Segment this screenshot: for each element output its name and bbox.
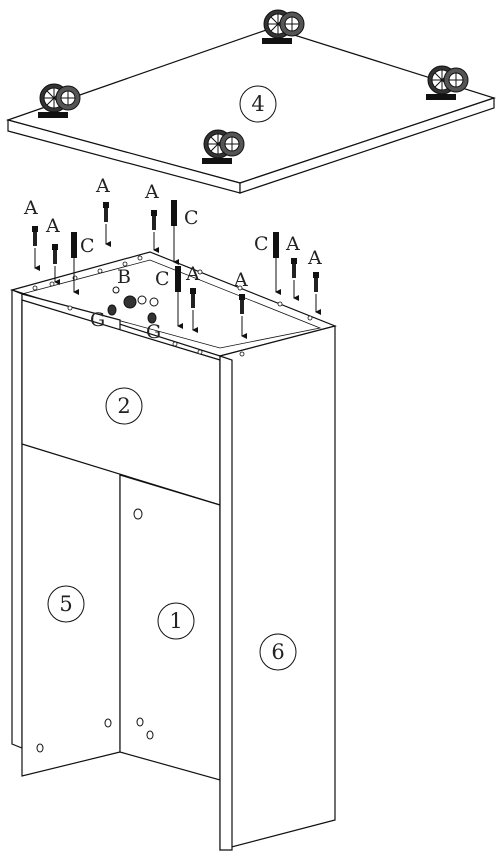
label-a: A — [45, 215, 60, 237]
label-a: A — [285, 233, 300, 255]
label-c: C — [184, 207, 199, 229]
cam-bolt-icon — [273, 232, 279, 258]
screw-icon — [32, 226, 38, 246]
cam-bolt-icon — [171, 200, 177, 226]
cam-bolt-icon — [71, 232, 77, 258]
label-a: A — [233, 269, 248, 291]
label-a: A — [23, 197, 38, 219]
cam-bolt-group — [71, 200, 281, 329]
center-panel-number: 1 — [169, 609, 182, 633]
screw-icon — [52, 244, 58, 264]
label-a: A — [95, 175, 110, 197]
label-b: B — [117, 266, 131, 288]
cam-lock-group — [107, 286, 159, 324]
label-a: A — [307, 247, 322, 269]
cabinet-body: 2 5 1 6 — [9, 251, 337, 851]
screw-icon — [291, 258, 297, 278]
label-a: A — [144, 181, 159, 203]
hardware-labels: A A A A C C C A A C A A B G G — [23, 175, 322, 343]
cam-bolt-icon — [175, 266, 181, 292]
label-c: C — [155, 268, 170, 290]
label-g: G — [146, 321, 161, 343]
top-panel-number: 4 — [251, 92, 264, 116]
screw-icon — [103, 202, 109, 222]
right-panel-number: 6 — [271, 640, 284, 664]
screw-icon — [151, 210, 157, 230]
back-panel-number: 2 — [117, 394, 130, 418]
label-c: C — [254, 233, 269, 255]
label-c: C — [80, 235, 95, 257]
label-a: A — [185, 263, 200, 285]
left-panel-number: 5 — [59, 592, 72, 616]
screw-icon — [313, 272, 319, 292]
screw-group — [32, 202, 321, 339]
label-g: G — [90, 309, 105, 331]
top-panel: 4 — [5, 27, 496, 194]
